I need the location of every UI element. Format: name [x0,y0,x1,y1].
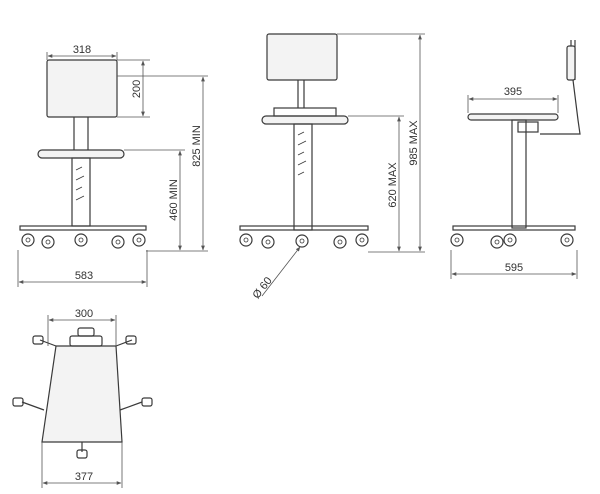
top-base-width-label: 377 [75,471,93,483]
side-base [239,225,369,231]
front-seat-width-label: 318 [73,44,91,56]
front-column [71,157,91,227]
front-casters [21,233,146,249]
front-base-width-label: 583 [75,270,93,282]
profile-base-depth-label: 595 [505,262,523,274]
top-view: 300 377 [12,308,153,488]
front-back-height-label: 200 [131,80,143,98]
side-casters [239,233,369,249]
side-seat-height-max-label: 620 MAX [387,162,399,208]
side-height-max-label: 985 MAX [408,120,420,166]
profile-view: 395 595 [450,40,581,279]
front-view: 318 200 825 MIN 460 MIN 583 [17,44,208,287]
caster-diameter-label: Ø 60 [251,275,275,301]
top-body [41,345,123,443]
top-seat [69,335,103,347]
profile-casters [450,233,574,249]
front-base [19,225,147,231]
side-column [293,123,313,231]
top-casters [12,335,153,459]
side-backrest [266,33,338,81]
profile-base [452,225,576,231]
profile-column [511,119,527,229]
front-height-min-label: 825 MIN [191,125,203,167]
front-seat [37,149,125,159]
profile-seat [467,113,559,121]
side-seat [261,115,349,125]
profile-backrest [566,45,576,81]
front-seat-height-min-label: 460 MIN [168,179,180,221]
profile-lever [517,121,539,133]
front-backrest [46,59,118,118]
top-seat-width-label: 300 [75,308,93,320]
side-view: 985 MAX 620 MAX Ø 60 [239,33,425,301]
profile-seat-depth-label: 395 [504,86,522,98]
